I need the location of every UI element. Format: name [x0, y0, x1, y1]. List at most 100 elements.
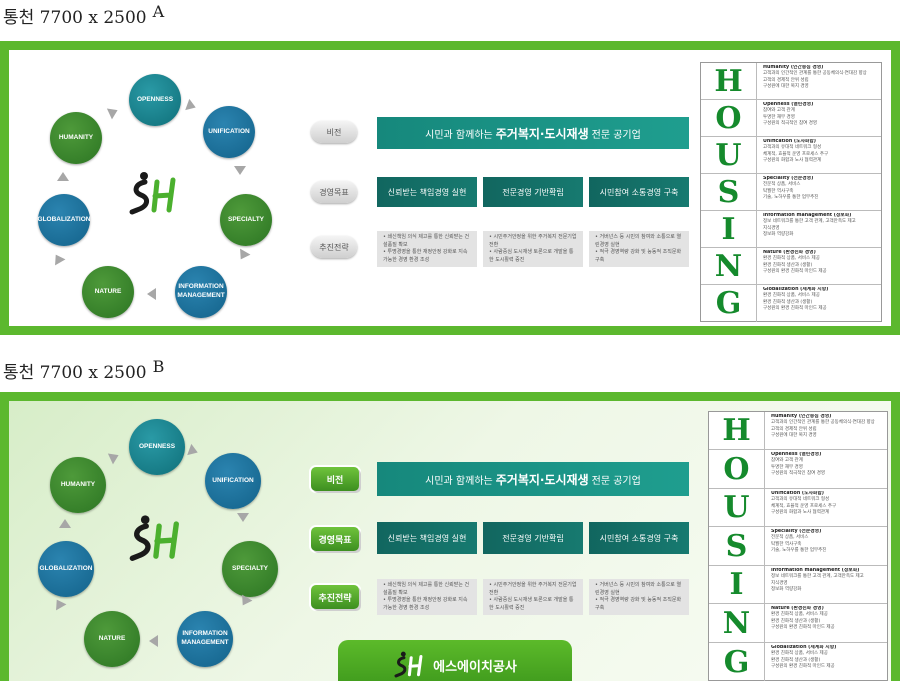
housing-line: 체계적, 효율적 운영 프로세스 추구 [771, 503, 837, 509]
label-goal: 경영목표 [311, 181, 357, 203]
housing-text: Humanity (인간중심 경영) 고객과의 인간적인 관계를 통한 공동체의… [771, 414, 885, 448]
housing-letter: G [709, 643, 765, 681]
housing-letter: O [709, 450, 765, 488]
goal-box: 신뢰받는 책임경영 실현 [377, 522, 477, 554]
label-strategy: 추진전략 [311, 585, 359, 609]
circle-label: INFORMATION MANAGEMENT [181, 630, 229, 646]
vision-post: 전문 공기업 [591, 129, 641, 141]
strategy-line: • 시민주거안정을 위한 주거복지 전문기업 전환 [489, 234, 577, 248]
housing-line: 환경 친화적 상품, 서비스 제공 [763, 256, 820, 262]
vision-bar: 시민과 함께하는 주거복지·도시재생 전문 공기업 [377, 462, 689, 496]
housing-line: 구성원의 환경 친화적 마인드 제공 [771, 625, 835, 631]
housing-row-u: U Unification (노사화합) 고객과의 유대적 네트워크 형성 체계… [709, 489, 887, 527]
housing-row-g: G Globalization (세계화 지향) 환경 친화적 상품, 서비스 … [701, 285, 881, 322]
housing-title: Globalization (세계화 지향) [771, 645, 837, 650]
housing-text: Information management (정보화) 정보 네트워크를 통한… [763, 213, 879, 246]
arrow-icon [185, 98, 198, 114]
housing-letter: G [701, 285, 757, 322]
housing-text: Speciality (전문경영) 전문적 상품, 서비스 탁월한 역사구축 기… [763, 176, 879, 209]
housing-line: 환경 친화적 상품, 서비스 제공 [771, 612, 828, 618]
housing-letter: H [701, 63, 757, 99]
housing-line: 고객과의 유대적 네트워크 형성 [763, 145, 822, 151]
strategy-box: • 거버넌스 등 시민의 참여와 소통으로 열린경영 실현 • 적극 경영역량 … [589, 231, 689, 267]
arrow-icon [59, 519, 71, 528]
housing-line: 지식경영 [763, 225, 780, 231]
arrow-icon [57, 172, 69, 181]
housing-letter: N [701, 248, 757, 284]
housing-line: 투명한 재무 경영 [763, 114, 795, 120]
housing-text: Nature (환경친화 경영) 환경 친화적 상품, 서비스 제공 환경 친화… [763, 250, 879, 283]
circle-label: OPENNESS [136, 95, 174, 103]
caption-a-letter: A [152, 2, 165, 21]
housing-title: Openness (열린경영) [763, 102, 814, 107]
housing-title: Humanity (인간중심 경영) [771, 414, 832, 419]
housing-line: 정보화 역량강화 [771, 587, 802, 593]
circle-label: GLOBALIZATION [37, 215, 91, 223]
strategy-box: • 쇄신책임 의식 제고를 통한 신뢰받는 건설품질 확보 • 투명경영을 통한… [377, 231, 477, 267]
housing-line: 환경 친화적 생산과 (생활) [763, 299, 813, 305]
housing-line: 참여와 고객 관계 [763, 108, 795, 114]
sh-logo-icon [129, 515, 179, 561]
housing-letter: S [701, 174, 757, 210]
arrow-icon [234, 166, 246, 175]
strategy-line: • 시민주거안정을 위한 주거복지 전문기업 전환 [489, 582, 577, 596]
circle-globalization: GLOBALIZATION [38, 194, 90, 246]
vision-strong: 주거복지·도시재생 [495, 126, 589, 141]
circle-label: INFORMATION MANAGEMENT [177, 283, 225, 299]
housing-line: 정보 네트워크를 통한 고객 관계, 고객만족도 제고 [771, 574, 864, 580]
housing-line: 정보 네트워크를 통한 고객 관계, 고객만족도 제고 [763, 219, 856, 225]
arrow-icon [106, 104, 121, 120]
strategy-box: • 거버넌스 등 시민의 참여와 소통으로 열린경영 실현 • 적극 경영역량 … [589, 579, 689, 615]
strategy-box: • 시민주거안정을 위한 주거복지 전문기업 전환 • 사람중심 도시재생 토론… [483, 231, 583, 267]
caption-b-text: 통천 7700 x 2500 [3, 363, 147, 383]
goal-box: 신뢰받는 책임경영 실현 [377, 177, 477, 207]
housing-title: Speciality (전문경영) [771, 529, 822, 534]
housing-line: 환경 친화적 상품, 서비스 제공 [771, 651, 828, 657]
label-vision: 비전 [311, 121, 357, 143]
goal-box: 전문경영 기반확립 [483, 522, 583, 554]
housing-line: 구성원의 환경 친화적 마인드 제공 [763, 306, 827, 312]
circle-label: OPENNESS [138, 442, 176, 450]
housing-line: 구성원의 적극적인 참여 경영 [771, 471, 825, 477]
housing-title: Information management (정보화) [771, 568, 860, 573]
housing-line: 환경 친화적 생산과 (생활) [771, 618, 821, 624]
vision-bar: 시민과 함께하는 주거복지·도시재생 전문 공기업 [377, 117, 689, 149]
housing-text: Speciality (전문경영) 전문적 상품, 서비스 탁월한 역사구축 기… [771, 529, 885, 564]
housing-line: 기술, 노하우를 통한 업무추진 [763, 195, 819, 201]
housing-letter: O [701, 100, 757, 136]
strategy-line: • 투명경영을 통한 재정안정 강화로 지속가능한 경영 환경 조성 [383, 597, 468, 611]
housing-letter: U [709, 489, 765, 526]
housing-title: Speciality (전문경영) [763, 176, 814, 181]
housing-row-h: H Humanity (인간중심 경영) 고객과의 인간적인 관계를 통한 공동… [709, 412, 887, 450]
housing-line: 참여와 고객 관계 [771, 458, 803, 464]
housing-line: 전문적 상품, 서비스 [763, 182, 801, 188]
arrow-icon [107, 449, 122, 465]
goal-box: 시민참여 소통경영 구축 [589, 522, 689, 554]
housing-row-i: I Information management (정보화) 정보 네트워크를 … [701, 211, 881, 248]
vision-pre: 시민과 함께하는 [425, 129, 493, 141]
arrow-icon [187, 443, 200, 459]
circle-globalization: GLOBALIZATION [38, 541, 94, 597]
housing-line: 구성원의 적극적인 참여 경영 [763, 121, 817, 127]
housing-line: 고객의 경제적 안위 성립 [763, 77, 809, 83]
housing-letter: U [701, 137, 757, 173]
housing-text: Openness (열린경영) 참여와 고객 관계 투명한 재무 경영 구성원의… [771, 452, 885, 487]
sh-logo-icon [394, 651, 423, 678]
housing-line: 전문적 상품, 서비스 [771, 535, 809, 541]
banner-panel-b: OPENNESS UNIFICATION SPECIALTY INFORMATI… [0, 392, 900, 681]
housing-table: H Humanity (인간중심 경영) 고객과의 인간적인 관계를 통한 공동… [708, 411, 888, 681]
housing-text: Unification (노사화합) 고객과의 유대적 네트워크 형성 체계적,… [771, 491, 885, 525]
vision-strong: 주거복지·도시재생 [495, 472, 589, 487]
housing-text: Openness (열린경영) 참여와 고객 관계 투명한 재무 경영 구성원의… [763, 102, 879, 135]
housing-table: H Humanity (인간중심 경영) 고객과의 인간적인 관계를 통한 공동… [700, 62, 882, 322]
housing-letter: S [709, 527, 765, 565]
arrow-icon [237, 513, 249, 522]
label-goal: 경영목표 [311, 527, 359, 551]
housing-letter: I [709, 566, 765, 603]
circle-unification: UNIFICATION [205, 453, 261, 509]
housing-line: 구성원의 환경 친화적 마인드 제공 [763, 269, 827, 275]
housing-line: 기술, 노하우를 통한 업무추진 [771, 548, 827, 554]
arrow-icon [149, 635, 158, 647]
circle-humanity: HUMANITY [50, 112, 102, 164]
arrow-icon [147, 288, 156, 300]
